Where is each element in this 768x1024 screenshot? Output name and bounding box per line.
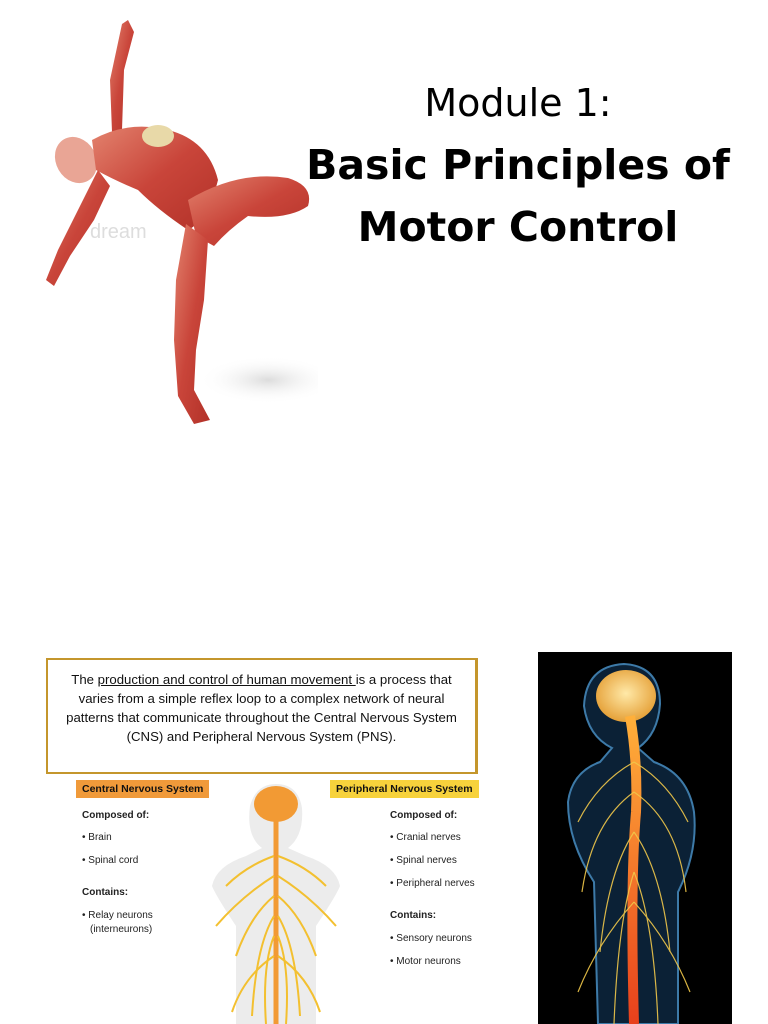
- muscular-dancer-figure-icon: dream: [46, 20, 338, 424]
- intro-text-after: is a process that varies from a simple r…: [66, 672, 457, 744]
- title-module-line: Module 1:: [424, 81, 612, 125]
- pns-contains-heading: Contains:: [390, 910, 437, 921]
- body-nerves-icon: [212, 784, 340, 1024]
- cns-composed-item: • Spinal cord: [82, 855, 139, 866]
- dancer-muscle-image: dream: [18, 10, 338, 430]
- pns-composed-item: • Cranial nerves: [390, 832, 461, 843]
- watermark-text: dream: [90, 221, 147, 243]
- cns-contains-heading: Contains:: [82, 887, 129, 898]
- cns-contains-item: • Relay neurons: [82, 910, 153, 921]
- pns-label: Peripheral Nervous System: [330, 780, 479, 798]
- cns-composed-heading: Composed of:: [82, 810, 150, 821]
- pns-composed-item: • Spinal nerves: [390, 855, 457, 866]
- glowing-spine-nervous-system-icon: [566, 662, 696, 1024]
- nervous-system-diagram: Central Nervous System Peripheral Nervou…: [46, 776, 516, 1024]
- intro-text-before: The: [71, 672, 98, 687]
- intro-underlined-phrase: production and control of human movement: [97, 672, 356, 687]
- title-main-line-1: Basic Principles of: [306, 141, 730, 189]
- pns-composed-item: • Peripheral nerves: [390, 878, 475, 889]
- pns-contains-item: • Motor neurons: [390, 956, 461, 967]
- slide-title: Module 1: Basic Principles of Motor Cont…: [300, 78, 736, 258]
- pns-contains-item: • Sensory neurons: [390, 933, 472, 944]
- pns-composed-heading: Composed of:: [390, 810, 458, 821]
- cns-contains-item: (interneurons): [90, 924, 153, 935]
- nervous-system-photo: [538, 652, 732, 1024]
- cns-composed-item: • Brain: [82, 832, 112, 843]
- cns-label: Central Nervous System: [76, 780, 210, 798]
- title-main-line-2: Motor Control: [357, 203, 679, 251]
- intro-text-box: The production and control of human move…: [46, 658, 478, 774]
